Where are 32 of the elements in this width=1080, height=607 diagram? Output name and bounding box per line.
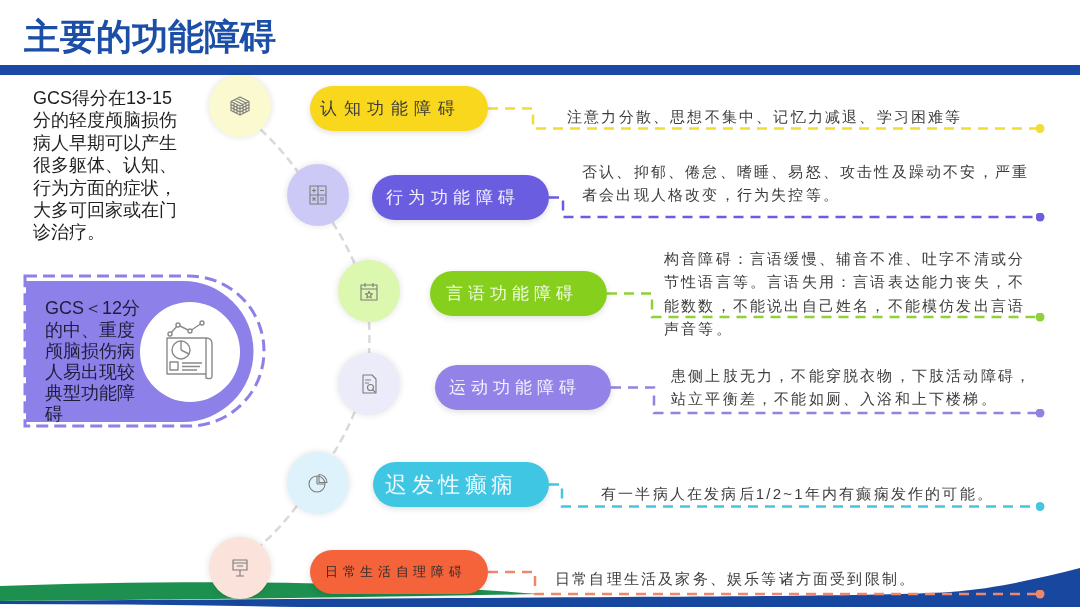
connector-line (549, 196, 1045, 222)
dashed-arc (367, 321, 371, 354)
connector-line (549, 483, 1045, 511)
icon-circle (338, 260, 400, 322)
description-text: 患侧上肢无力，不能穿脱衣物，下肢活动障碍，站立平衡差，不能如厕、入浴和上下楼梯。 (671, 365, 1034, 409)
intro-text: GCS得分在13-15分的轻度颅脑损伤病人早期可以产生很多躯体、认知、行为方面的症状，大多可回家或在门诊治疗。 (33, 87, 178, 244)
description-text: 日常自理生活及家务、娱乐等诸方面受到限制。 (555, 569, 918, 589)
connector-line (607, 292, 1045, 322)
description-text: 注意力分散、思想不集中、记忆力减退、学习困难等 (567, 107, 964, 127)
connector-line (611, 386, 1045, 418)
category-pill: 迟发性癫痫 (373, 462, 549, 507)
icon-circle (209, 75, 271, 137)
panel-text: GCS＜12分的中、重度颅脑损伤病人易出现较典型功能障碍 (45, 298, 142, 426)
dashed-arc (260, 505, 298, 547)
category-pill: 运动功能障碍 (435, 365, 611, 410)
description-text: 构音障碍：言语缓慢、辅音不准、吐字不清或分节性语言等。言语失用：言语表达能力丧失，不能数数，不能说出自己姓名，不能模仿发出言语声音等。 (664, 248, 1027, 339)
icon-circle (287, 164, 349, 226)
category-pill: 日常生活自理障碍 (310, 550, 488, 594)
connector-line (488, 107, 1045, 133)
icon-circle (338, 353, 400, 415)
category-pill: 认知功能障碍 (310, 86, 488, 131)
category-pill: 行为功能障碍 (372, 175, 549, 220)
description-text: 否认、抑郁、倦怠、嗜睡、易怒、攻击性及躁动不安，严重者会出现人格改变，行为失控等。 (582, 162, 1031, 205)
connector-line (488, 570, 1045, 599)
icon-circle (209, 537, 271, 599)
dashed-arc (331, 411, 356, 457)
icon-circle (287, 452, 349, 514)
category-pill: 言语功能障碍 (430, 271, 607, 316)
description-text: 有一半病人在发病后1/2~1年内有癫痫发作的可能。 (601, 484, 995, 504)
dashed-arc (331, 221, 356, 265)
dashed-arc (259, 128, 299, 173)
page-title: 主要的功能障碍 (24, 17, 276, 57)
